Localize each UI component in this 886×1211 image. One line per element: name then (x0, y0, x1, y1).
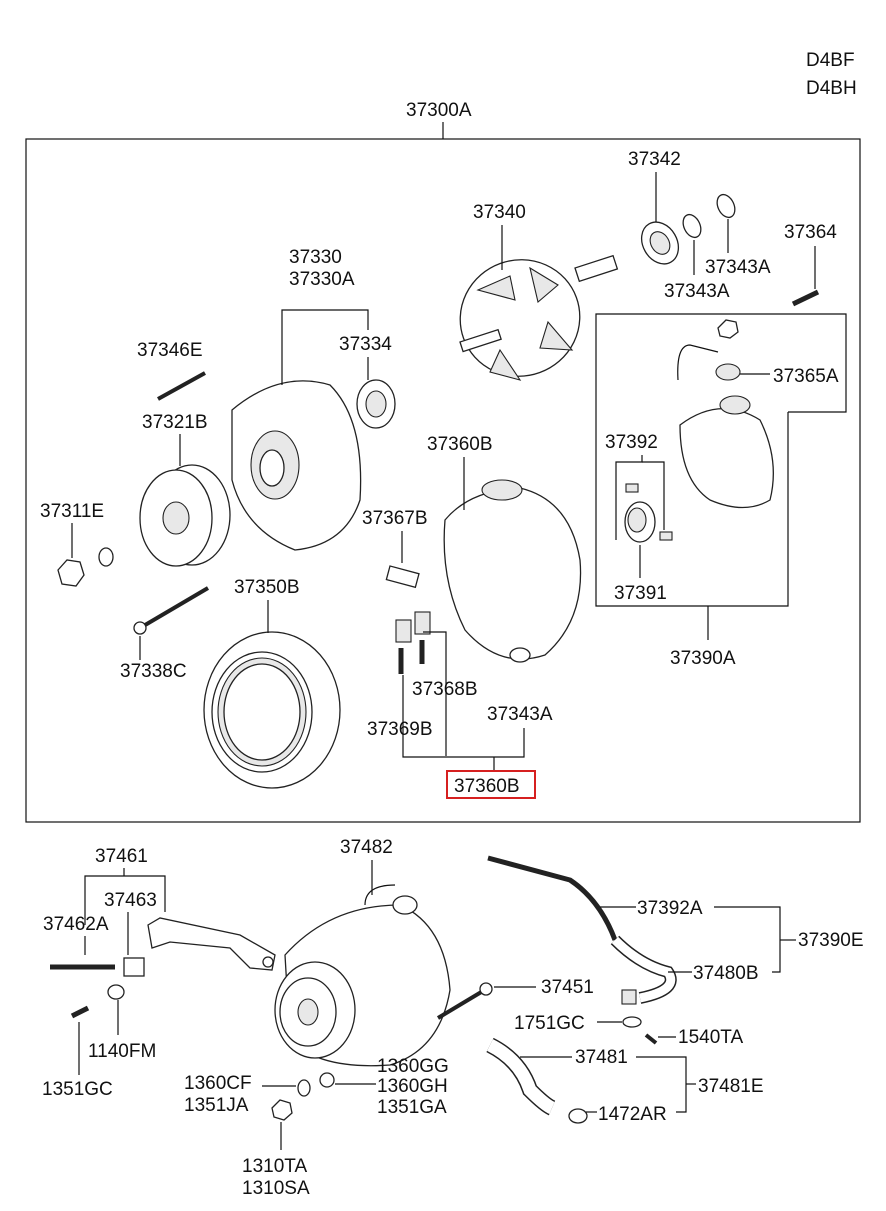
nut-37463 (123, 957, 145, 977)
label-1140fm[interactable]: 1140FM (88, 1041, 156, 1062)
front-housing-37330-drawing (231, 380, 362, 551)
label-37392[interactable]: 37392 (605, 432, 658, 453)
label-37365a[interactable]: 37365A (773, 366, 839, 387)
label-1360gh[interactable]: 1360GH (377, 1076, 448, 1097)
bearing-37342-drawing (640, 221, 680, 265)
highlight-box-37360b (446, 770, 536, 799)
label-37340[interactable]: 37340 (473, 202, 526, 223)
rear-housing-37360b-drawing (443, 479, 582, 663)
nut-37311e (57, 559, 85, 587)
label-37390a[interactable]: 37390A (670, 648, 736, 669)
o-ring-1751gc (622, 1016, 642, 1028)
label-37311e[interactable]: 37311E (40, 501, 104, 522)
label-37462a[interactable]: 37462A (43, 914, 109, 935)
label-37480b[interactable]: 37480B (693, 963, 759, 984)
washer-37343a-a (682, 213, 702, 239)
label-37481[interactable]: 37481 (575, 1047, 628, 1068)
vacuum-pump-37390a-drawing (677, 319, 774, 509)
label-37330[interactable]: 37330 (289, 247, 342, 268)
label-37368b[interactable]: 37368B (412, 679, 478, 700)
label-37461[interactable]: 37461 (95, 846, 148, 867)
label-37481e[interactable]: 37481E (698, 1076, 764, 1097)
washer-1360gg (319, 1072, 335, 1088)
holder-37367b (385, 565, 420, 589)
brush-set-drawing (395, 611, 431, 674)
label-37321b[interactable]: 37321B (142, 412, 208, 433)
washer-37343a-b (716, 193, 736, 219)
washer-37311e (98, 547, 114, 567)
engine-code-d4bf: D4BF (806, 50, 855, 71)
label-1540ta[interactable]: 1540TA (678, 1027, 743, 1048)
alternator-37482-drawing (274, 884, 451, 1067)
stator-37350b-drawing (203, 631, 341, 789)
label-1351ja[interactable]: 1351JA (184, 1095, 249, 1116)
label-37364[interactable]: 37364 (784, 222, 837, 243)
label-37343a-1[interactable]: 37343A (705, 257, 771, 278)
label-37330a[interactable]: 37330A (289, 269, 355, 290)
label-37334[interactable]: 37334 (339, 334, 392, 355)
label-1751gc[interactable]: 1751GC (514, 1013, 585, 1034)
nut-1310ta (271, 1099, 293, 1121)
label-37360b[interactable]: 37360B (427, 434, 493, 455)
label-1351ga[interactable]: 1351GA (377, 1097, 447, 1118)
assembly-label[interactable]: 37300A (406, 100, 472, 121)
engine-code-d4bh: D4BH (806, 78, 857, 99)
hose-37481-drawing (486, 1037, 588, 1124)
label-37463[interactable]: 37463 (104, 890, 157, 911)
label-37390e[interactable]: 37390E (798, 930, 864, 951)
assembly-frame (25, 138, 861, 823)
label-37343a-2[interactable]: 37343A (664, 281, 730, 302)
label-37346e[interactable]: 37346E (137, 340, 203, 361)
label-37367b[interactable]: 37367B (362, 508, 428, 529)
label-37451[interactable]: 37451 (541, 977, 594, 998)
label-37338c[interactable]: 37338C (120, 661, 187, 682)
washer-1360cf (297, 1079, 311, 1097)
label-37343a-3[interactable]: 37343A (487, 704, 553, 725)
bearing-37334-drawing (356, 379, 396, 429)
pulley-37321b-drawing (139, 464, 231, 567)
bracket-37461-drawing (147, 917, 276, 971)
rotor-37340-drawing (459, 254, 619, 381)
label-1472ar[interactable]: 1472AR (598, 1104, 667, 1125)
label-37391[interactable]: 37391 (614, 583, 667, 604)
label-1351gc[interactable]: 1351GC (42, 1079, 113, 1100)
rotor-37391-drawing (624, 501, 656, 543)
label-37392a[interactable]: 37392A (637, 898, 703, 919)
label-37360b-box[interactable]: 37360B (454, 776, 520, 797)
label-37342[interactable]: 37342 (628, 149, 681, 170)
label-37350b[interactable]: 37350B (234, 577, 300, 598)
label-1360cf[interactable]: 1360CF (184, 1073, 252, 1094)
label-1310ta[interactable]: 1310TA (242, 1156, 307, 1177)
label-37369b[interactable]: 37369B (367, 719, 433, 740)
label-1310sa[interactable]: 1310SA (242, 1178, 310, 1199)
washer-1140fm (107, 984, 125, 1000)
vane-37392-drawing (625, 483, 673, 541)
label-37482[interactable]: 37482 (340, 837, 393, 858)
label-1360gg[interactable]: 1360GG (377, 1056, 449, 1077)
